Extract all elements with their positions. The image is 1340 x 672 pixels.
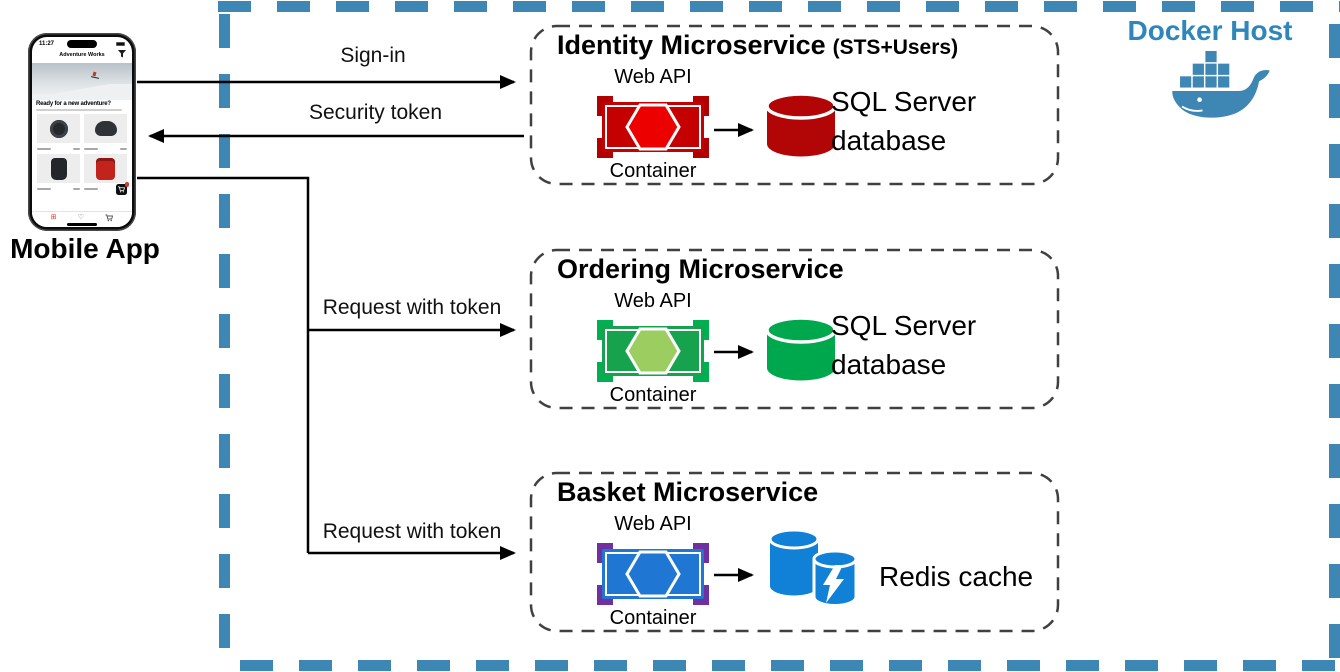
ski-slope	[32, 84, 132, 100]
identity-title: Identity Microservice (STS+Users)	[557, 30, 958, 61]
backpack-image	[50, 157, 67, 180]
docker-whale-icon	[1172, 50, 1270, 118]
product-grid	[32, 113, 132, 192]
container-label: Container	[609, 607, 697, 629]
phone-statusbar: 11:27	[32, 37, 132, 48]
phone-time: 11:27	[39, 41, 55, 47]
sql-database-label: SQL Server database	[831, 310, 977, 380]
helmet-image	[94, 121, 117, 136]
hero-headline: Ready for a new adventure?	[36, 101, 111, 107]
basket-title-text: Basket Microservice	[557, 477, 819, 507]
flow-label-sign-in: Sign-in	[340, 44, 406, 67]
container-icon	[597, 320, 709, 382]
identity-title-suffix: (STS+Users)	[832, 36, 959, 59]
sql-database-icon	[765, 92, 837, 157]
ordering-microservice-box: Ordering Microservice Web API Container …	[529, 248, 1060, 410]
app-title: Adventure Works	[59, 52, 105, 59]
product-caption	[84, 146, 127, 151]
web-api-label: Web API	[614, 290, 692, 312]
redis-cache-label: Redis cache	[879, 561, 1034, 592]
product-jacket[interactable]	[84, 154, 127, 183]
flow-label-request-basket: Request with token	[322, 520, 502, 543]
flow-label-security-token: Security token	[308, 101, 443, 124]
docker-host-border-top	[218, 1, 1340, 12]
cart-icon	[118, 186, 125, 193]
identity-microservice-box: Identity Microservice (STS+Users) Web API…	[529, 24, 1060, 186]
ordering-title: Ordering Microservice	[557, 254, 851, 285]
container-label: Container	[609, 384, 697, 406]
docker-host-border-bottom	[240, 660, 1340, 671]
hero-image	[32, 63, 132, 100]
jacket-image	[96, 157, 115, 180]
container-label: Container	[609, 160, 697, 182]
cart-button[interactable]	[116, 182, 129, 195]
phone-screen: 11:27 Adventure Works Ready for a new ad…	[32, 37, 132, 227]
sql-database-label: SQL Server database	[831, 86, 977, 156]
web-api-label: Web API	[614, 513, 692, 535]
container-icon	[597, 96, 709, 158]
docker-host-border-right	[1329, 24, 1340, 672]
product-backpack[interactable]	[37, 154, 80, 183]
product-watch[interactable]	[37, 114, 80, 143]
home-indicator	[67, 223, 97, 226]
product-caption	[37, 146, 80, 151]
nav-favorites-icon[interactable]: ♡	[77, 214, 85, 221]
identity-title-text: Identity Microservice	[557, 30, 826, 60]
redis-cache-icon	[768, 529, 858, 607]
nav-browse-icon[interactable]: ⊞	[50, 214, 57, 221]
watch-image	[49, 119, 68, 138]
hero-subtext	[36, 109, 122, 111]
nav-cart-icon[interactable]	[105, 214, 114, 222]
phone-appbar: Adventure Works	[32, 48, 132, 63]
basket-microservice-box: Basket Microservice Web API Container Re…	[529, 471, 1060, 633]
product-helmet[interactable]	[84, 114, 127, 143]
phone-notch	[67, 40, 97, 48]
skier-figure	[90, 71, 100, 80]
web-api-label: Web API	[614, 66, 692, 88]
flow-label-request-ordering: Request with token	[322, 296, 502, 319]
mobile-phone: 11:27 Adventure Works Ready for a new ad…	[28, 33, 136, 231]
cart-badge	[124, 182, 129, 187]
mobile-app-label: Mobile App	[10, 233, 160, 264]
basket-title: Basket Microservice	[557, 477, 825, 508]
phone-nav: ⊞ ♡	[32, 211, 132, 227]
container-icon	[597, 543, 709, 605]
filter-icon[interactable]	[118, 50, 126, 58]
battery-icon	[116, 41, 125, 47]
ordering-title-text: Ordering Microservice	[557, 254, 844, 284]
product-caption	[37, 186, 80, 191]
docker-host-label: Docker Host	[1127, 15, 1293, 46]
docker-host-border-left	[219, 14, 230, 672]
sql-database-icon	[765, 316, 837, 381]
